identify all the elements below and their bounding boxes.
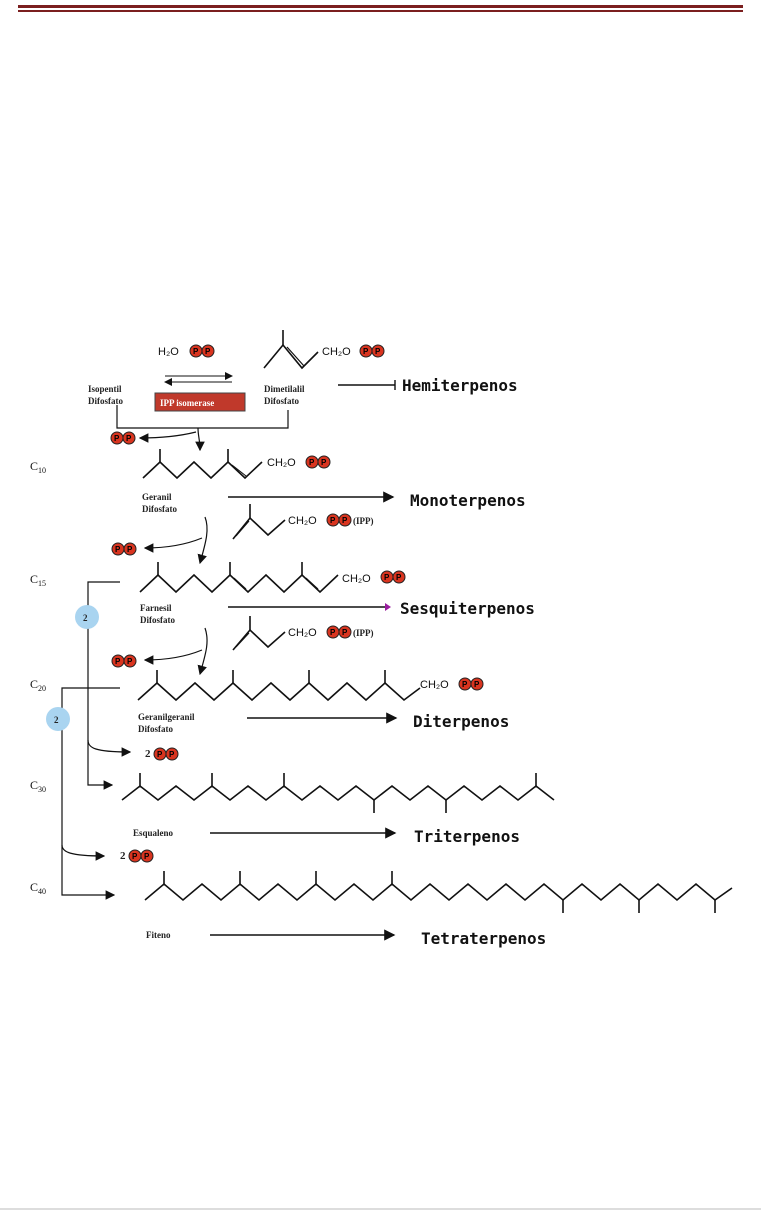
isopentil-label-2: Difosfato (88, 396, 123, 406)
carbon-c15-label: C15 (30, 572, 46, 588)
enzyme-label: IPP isomerase (160, 398, 214, 408)
geranilgeranil-label-1: Geranilgeranil (138, 712, 195, 722)
class-monoterpenos: Monoterpenos (410, 491, 526, 510)
svg-text:CH₂O: CH₂O (420, 679, 449, 691)
geranilgeranil-structure: CH₂O (138, 670, 483, 700)
carbon-c10-label: C10 (30, 459, 46, 475)
svg-text:(IPP): (IPP) (353, 516, 374, 526)
dimetilalil-structure: CH₂O (264, 330, 384, 368)
farnesil-structure: CH₂O (140, 562, 405, 592)
farnesil-label-1: Farnesil (140, 603, 172, 613)
c20-dimer-bracket (62, 688, 120, 895)
fiteno-structure (145, 871, 732, 913)
footer-rule (0, 1208, 761, 1210)
ipp-addition-1: CH₂O (IPP) (233, 504, 374, 539)
dimetilalil-label-2: Difosfato (264, 396, 299, 406)
class-sesquiterpenos: Sesquiterpenos (400, 599, 535, 618)
ch2o-formula: CH₂O (322, 346, 351, 358)
dimetilalil-label-1: Dimetilalil (264, 384, 305, 394)
geranil-structure: CH₂O (143, 449, 330, 478)
class-hemiterpenos: Hemiterpenos (402, 376, 518, 395)
h2o-formula: H₂O (158, 346, 179, 358)
class-diterpenos: Diterpenos (413, 712, 509, 731)
isopentil-difosfato-structure: H₂O (158, 345, 214, 358)
ppi-icon (111, 432, 135, 444)
isopentil-label-1: Isopentil (88, 384, 122, 394)
pp-group-icon (190, 345, 214, 357)
geranil-label-1: Geranil (142, 492, 172, 502)
svg-text:2: 2 (145, 748, 151, 760)
esqualeno-structure (122, 773, 554, 813)
svg-text:CH₂O: CH₂O (267, 457, 296, 469)
esqualeno-label: Esqualeno (133, 828, 174, 838)
geranil-label-2: Difosfato (142, 504, 177, 514)
svg-text:2: 2 (120, 850, 126, 862)
carbon-c20-label: C20 (30, 677, 46, 693)
farnesil-label-2: Difosfato (140, 615, 175, 625)
ppi-icon (154, 748, 178, 760)
svg-text:CH₂O: CH₂O (288, 627, 317, 639)
svg-text:CH₂O: CH₂O (342, 573, 371, 585)
ppi-icon (129, 850, 153, 862)
svg-text:(IPP): (IPP) (353, 628, 374, 638)
ipp-addition-2: CH₂O (IPP) (233, 616, 374, 650)
sesqui-marker (385, 603, 391, 611)
carbon-c30-label: C30 (30, 778, 46, 794)
fiteno-label: Fiteno (146, 930, 171, 940)
svg-text:CH₂O: CH₂O (288, 515, 317, 527)
ppi-icon (112, 543, 136, 555)
pp-group-icon (360, 345, 384, 357)
class-tetraterpenos: Tetraterpenos (421, 929, 546, 948)
svg-text:2: 2 (54, 715, 59, 725)
carbon-c40-label: C40 (30, 880, 46, 896)
svg-text:2: 2 (83, 613, 88, 623)
class-triterpenos: Triterpenos (414, 827, 520, 846)
ppi-icon (112, 655, 136, 667)
geranilgeranil-label-2: Difosfato (138, 724, 173, 734)
